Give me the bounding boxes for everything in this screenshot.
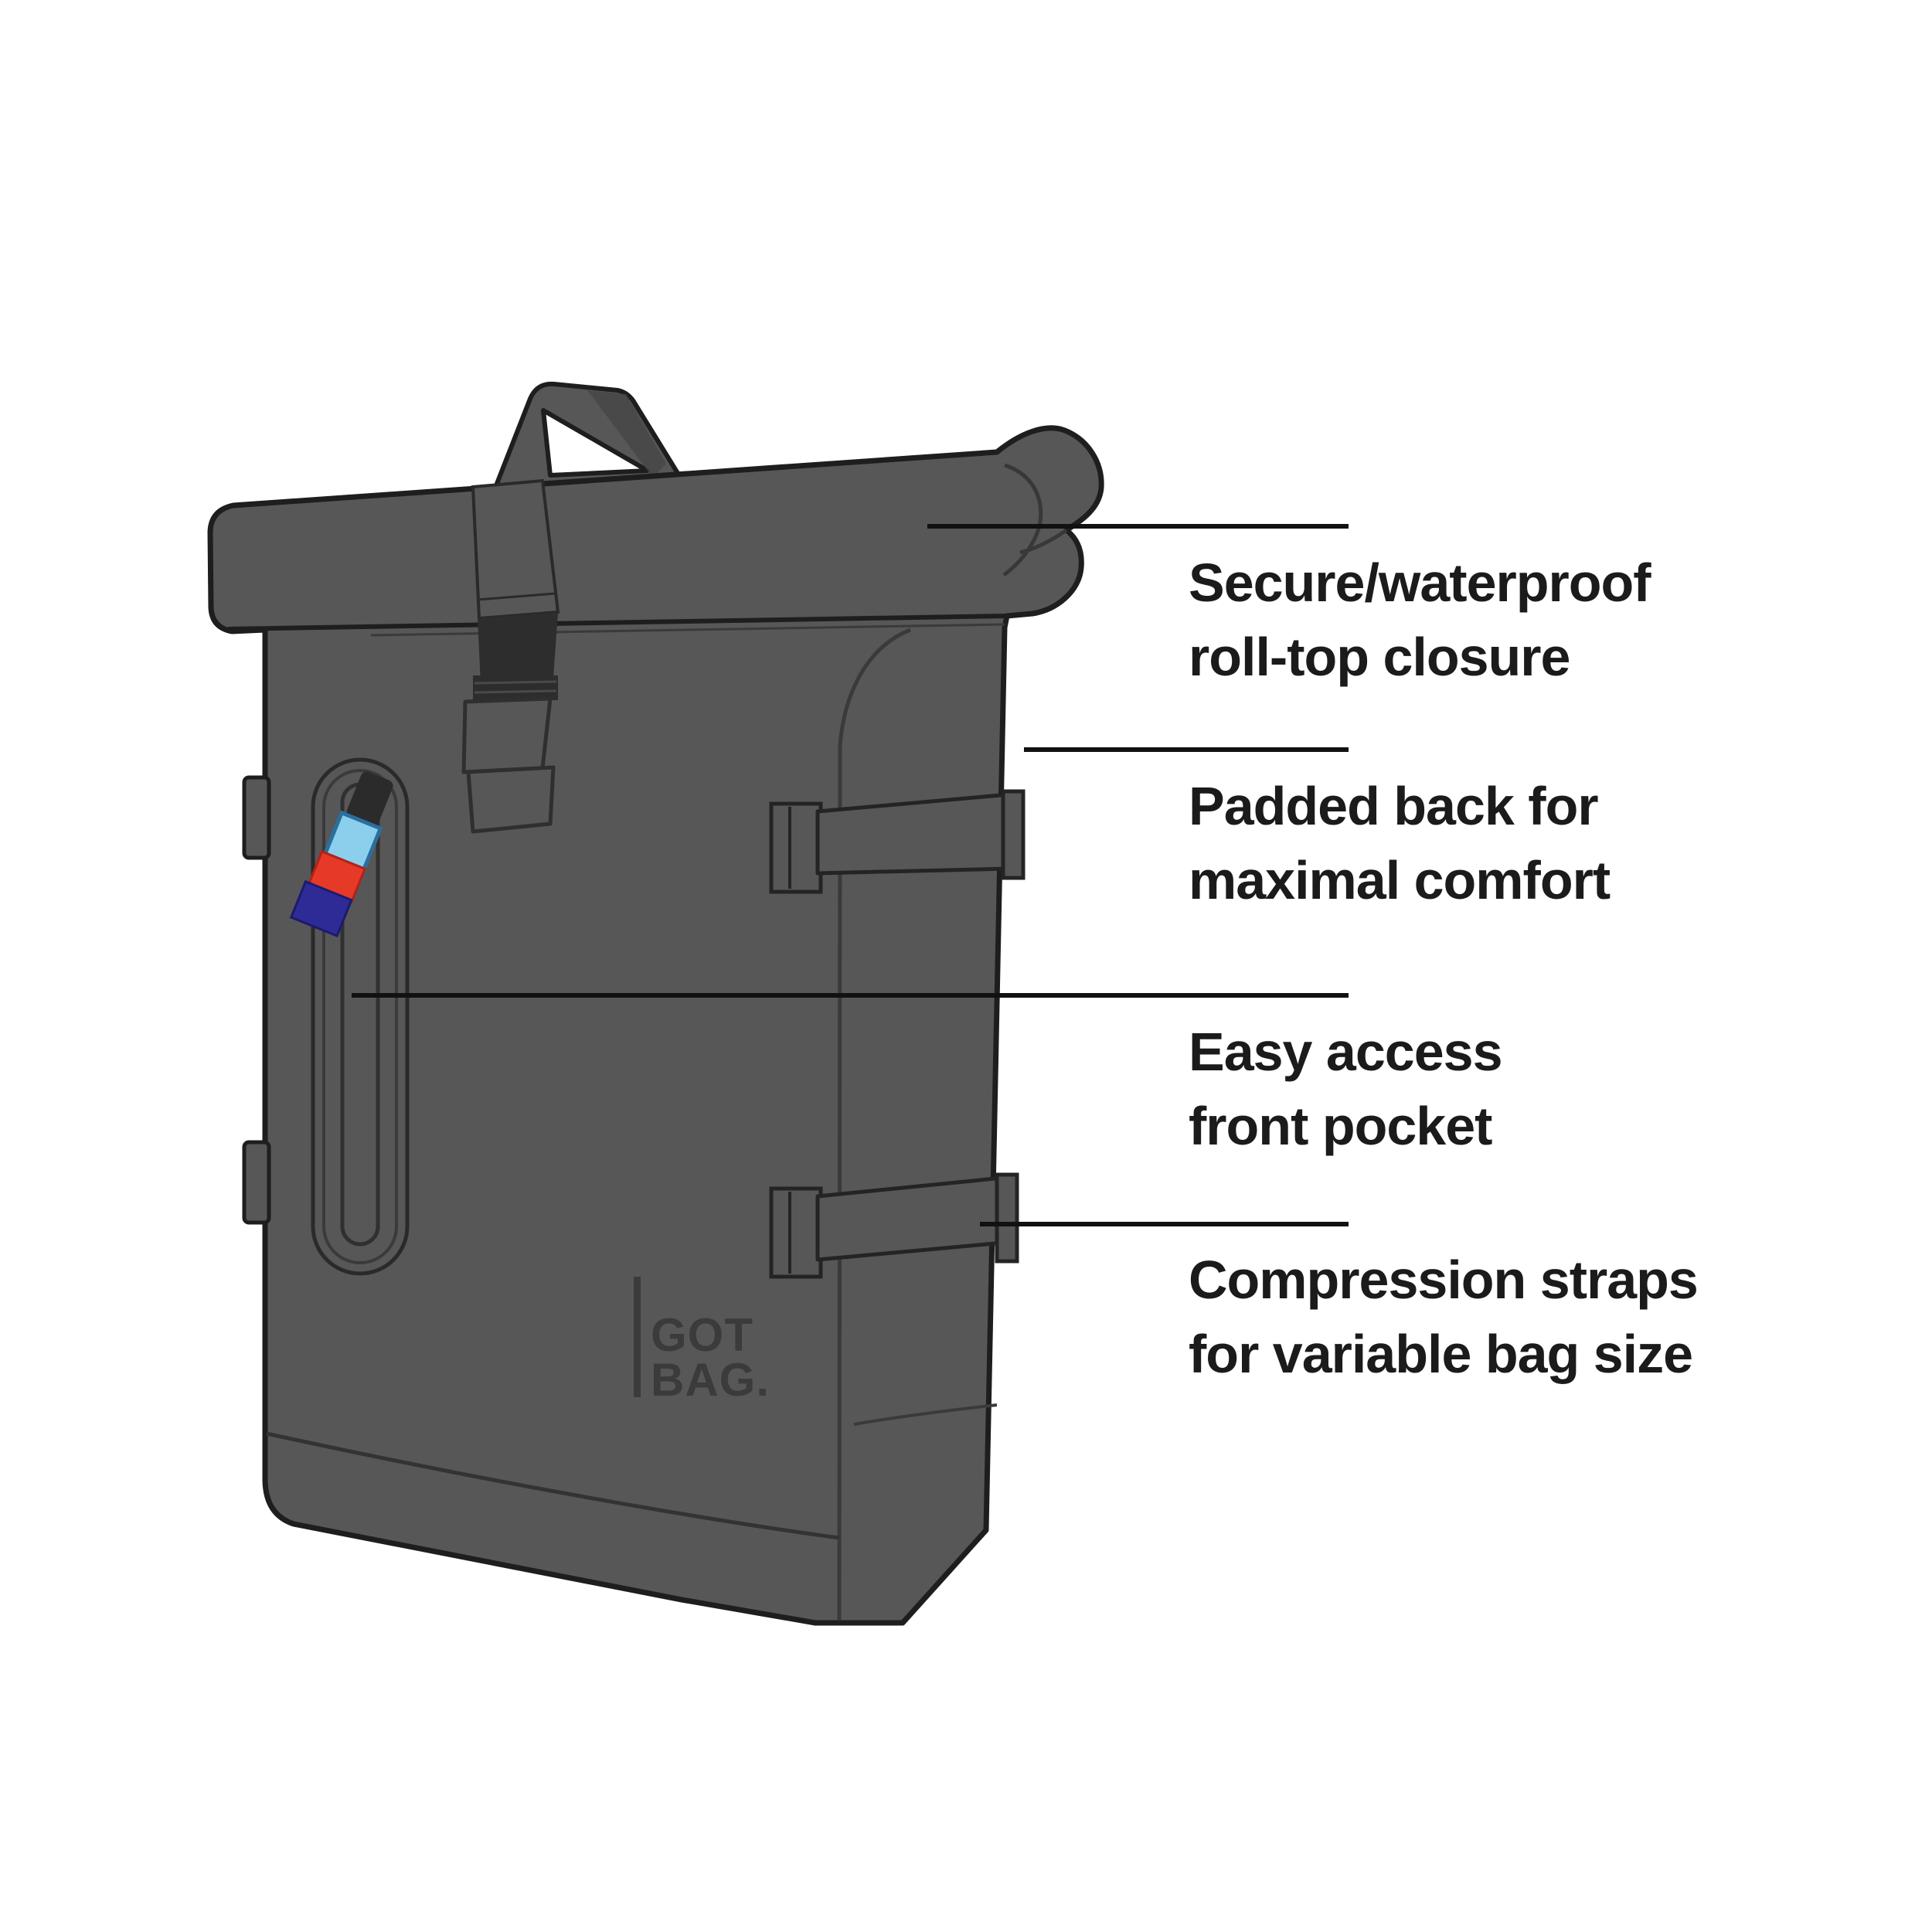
callout-label-padded-back: Padded back for maximal comfort	[1189, 769, 1869, 917]
bag-body	[207, 425, 1104, 1626]
callout-label-rolltop: Secure/waterproof roll-top closure	[1189, 546, 1869, 694]
callout-padded-back-line1: Padded back for	[1189, 776, 1599, 836]
brand-logo: GOT BAG.	[634, 1277, 770, 1406]
callout-padded-back-line2: maximal comfort	[1189, 850, 1611, 910]
closure-strap-stitch	[477, 592, 556, 601]
brand-logo-bar	[634, 1277, 641, 1397]
ladderlock-bars	[474, 680, 557, 694]
compression-strap-upper	[769, 789, 1026, 894]
callout-label-front-pocket: Easy access front pocket	[1189, 1015, 1869, 1163]
bottom-panel-seam-side	[853, 1403, 998, 1426]
front-pocket-zipper-inner-outline	[322, 769, 398, 1264]
compression-strap-lower	[769, 1172, 1019, 1279]
bottom-panel-seam-front	[266, 1431, 840, 1540]
compression-strap-upper-cap	[1001, 789, 1026, 880]
compression-strap-lower-loop	[769, 1186, 823, 1279]
compression-strap-lower-cap	[995, 1172, 1019, 1264]
brand-logo-line2: BAG.	[651, 1354, 770, 1406]
compression-strap-upper-loop	[769, 801, 823, 894]
callout-front-pocket-line1: Easy access	[1189, 1022, 1503, 1082]
closure-strap	[471, 478, 560, 621]
closure-buckle-upper	[461, 696, 553, 774]
closure-buckle-lower	[466, 765, 556, 834]
side-panel-seam	[837, 628, 911, 1621]
carry-handle-shading	[587, 390, 666, 478]
side-strap-tab-upper	[242, 775, 271, 860]
ladderlock-buckle-icon	[473, 675, 558, 700]
rolltop-hem-seam	[227, 614, 1008, 631]
side-strap-tab-lower	[242, 1140, 271, 1225]
callout-compression-straps-line2: for variable bag size	[1189, 1324, 1693, 1384]
rolltop-roll-notch-line	[1019, 528, 1068, 555]
closure-strap-webbing	[478, 613, 558, 689]
zipper-slider-icon	[346, 771, 393, 827]
rolltop-hem-stitch	[370, 623, 1005, 637]
zipper-pull-navy	[289, 879, 353, 937]
brand-logo-line1: GOT	[651, 1309, 753, 1361]
front-pocket-zipper-outline	[311, 757, 410, 1276]
rolltop-roll-fold-icon	[1002, 463, 1043, 577]
callout-front-pocket-line2: front pocket	[1189, 1096, 1492, 1156]
callout-compression-straps-line1: Compression straps	[1189, 1250, 1699, 1310]
callout-label-compression-straps: Compression straps for variable bag size	[1189, 1243, 1869, 1391]
callout-rolltop-line1: Secure/waterproof	[1189, 553, 1651, 613]
callout-rolltop-line2: roll-top closure	[1189, 627, 1570, 687]
zipper-pull-group	[289, 771, 393, 937]
